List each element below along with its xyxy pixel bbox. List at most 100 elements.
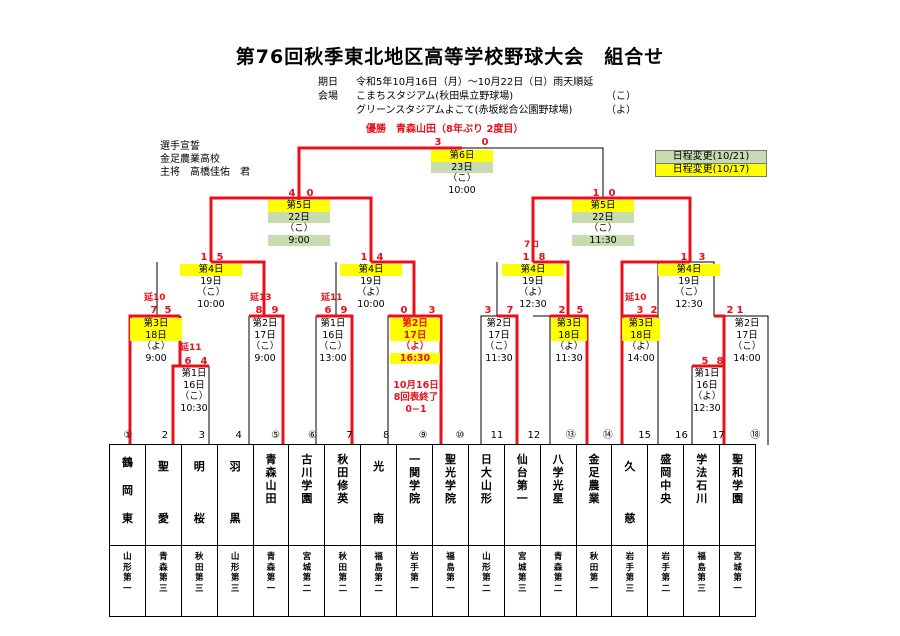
suspended-note-score: 0−1 (405, 404, 427, 415)
match-r2-3-time: 13:00 (319, 352, 347, 364)
team-number: 12 (527, 430, 541, 441)
team-prefecture-cell: 岩手第三 (611, 545, 649, 617)
team-prefecture-seed: 岩手第一 (410, 552, 419, 594)
match-r2-2-time: 9:00 (254, 352, 276, 364)
score-r2-8-a: 2 (726, 305, 734, 316)
venue-1-abbr: （こ） (606, 91, 636, 102)
match-qf2-venue: （よ） (356, 287, 386, 298)
match-final-venue: （こ） (447, 173, 477, 184)
score-sf-right-a: 1 (592, 188, 600, 199)
score-r1-left-a: 6 (184, 356, 192, 367)
team-name-cell: 光南 (360, 444, 398, 546)
team-prefecture-cell: 秋田第三 (180, 545, 218, 617)
score-qf1-a: 1 (200, 252, 208, 263)
match-final-day: 第6日 (431, 150, 493, 162)
score-sf-left-a: 4 (288, 188, 296, 199)
match-r2-1-time: 9:00 (145, 352, 167, 364)
match-r2-8: 第2日 17日 （こ） 14:00 (726, 318, 768, 364)
match-r2-7: 第3日 18日 （よ） 14:00 (622, 318, 660, 364)
match-r2-6-time: 11:30 (555, 352, 583, 364)
champion-label: 優勝 青森山田（8年ぶり 2度目） (366, 124, 524, 135)
team-prefecture-cell: 宮城第一 (719, 545, 757, 617)
match-qf3-venue: （よ） (518, 287, 548, 298)
team-name-cell: 古川学園 (288, 444, 326, 546)
score-r2-2-a: 8 (255, 305, 263, 316)
match-final-date: 23日 (431, 161, 493, 173)
team-prefecture-row: 山形第一青森第三秋田第三山形第三青森第一宮城第二秋田第二福島第二岩手第一福島第一… (109, 545, 757, 617)
team-prefecture-seed: 山形第一 (123, 552, 132, 594)
score-r2-4-b: 3 (428, 305, 436, 316)
match-final-time: 10:00 (448, 184, 476, 196)
score-r2-7-b: 2 (650, 305, 658, 316)
score-sf-right-b: 0 (608, 188, 616, 199)
match-r2-6: 第3日 18日 （よ） 11:30 (551, 318, 587, 364)
match-r1-left-date: 16日 (183, 379, 205, 391)
match-r2-7-date: 18日 (622, 329, 660, 341)
score-qf4-a: 1 (680, 252, 688, 263)
match-qf3-time: 12:30 (519, 298, 547, 310)
extra-qf3: 7コ (524, 240, 540, 250)
team-name-cell: 学法石川 (683, 444, 721, 546)
score-final-right: 0 (481, 137, 489, 148)
match-r2-8-venue: （こ） (732, 341, 762, 352)
score-r2-1-a: 7 (150, 305, 158, 316)
team-prefecture-cell: 山形第二 (467, 545, 505, 617)
team-number: ⑱ (750, 430, 761, 441)
score-r1-left-b: 4 (200, 356, 208, 367)
team-number: 7 (346, 430, 353, 441)
team-prefecture-seed: 青森第三 (159, 552, 168, 594)
team-prefecture-cell: 青森第二 (539, 545, 577, 617)
bracket-winner-lines (128, 146, 726, 445)
team-name: 聖愛 (157, 460, 169, 525)
match-r2-3-venue: （こ） (318, 341, 348, 352)
match-r2-4-date: 17日 (390, 329, 440, 341)
score-qf3-a: 1 (522, 252, 530, 263)
match-qf3-date: 19日 (522, 275, 544, 287)
score-r2-3-a: 6 (324, 305, 332, 316)
team-prefecture-cell: 秋田第二 (324, 545, 362, 617)
venue-2-name: グリーンスタジアムよこて(赤坂総合公園野球場) (356, 105, 573, 116)
match-r2-6-day: 第3日 (551, 318, 587, 330)
match-qf2-date: 19日 (360, 275, 382, 287)
venue-label: 会場 (318, 91, 338, 102)
match-r2-7-venue: （よ） (626, 341, 656, 352)
score-r2-4-a: 0 (400, 305, 408, 316)
team-name: 古川学園 (301, 453, 313, 505)
match-r2-7-time: 14:00 (627, 352, 655, 364)
match-r2-3-date: 16日 (322, 329, 344, 341)
match-qf2-day: 第4日 (340, 264, 402, 276)
match-r2-1: 第3日 18日 （よ） 9:00 (130, 318, 182, 364)
team-prefecture-cell: 岩手第二 (647, 545, 685, 617)
team-name: 鶴岡東 (121, 456, 133, 525)
team-number: 2 (161, 430, 169, 441)
suspended-note: 10月16日 8回表終了 0−1 (376, 380, 456, 416)
oath-school: 金足農業高校 (160, 154, 220, 165)
team-prefecture-cell: 山形第三 (216, 545, 254, 617)
match-r2-1-date: 18日 (130, 329, 182, 341)
match-r2-2: 第2日 17日 （こ） 9:00 (242, 318, 288, 364)
team-name: 金足農業 (588, 453, 600, 505)
team-prefecture-seed: 山形第三 (230, 552, 240, 594)
match-qf1-day: 第4日 (180, 264, 242, 276)
team-name: 秋田修英 (337, 453, 349, 505)
oath-title: 選手宣誓 (160, 141, 200, 152)
team-name-cell: 八学光星 (539, 444, 577, 546)
match-r1-left-time: 10:30 (180, 402, 208, 414)
team-number: ⑨ (418, 430, 428, 441)
match-r2-7-day: 第3日 (622, 318, 660, 330)
team-name-cell: 仙台第一 (503, 444, 541, 546)
team-number: 17 (712, 430, 725, 441)
team-prefecture-seed: 宮城第二 (302, 552, 312, 594)
match-qf4: 第4日 19日 （こ） 12:30 (658, 264, 720, 310)
match-r2-5-day: 第2日 (486, 318, 512, 329)
score-qf2-b: 4 (376, 252, 384, 263)
score-sf-left-b: 0 (306, 188, 314, 199)
match-r2-1-venue: （よ） (141, 341, 171, 352)
team-name: 光南 (373, 460, 385, 525)
team-number: ⑩ (455, 430, 465, 441)
team-prefecture-cell: 山形第一 (109, 545, 146, 617)
team-prefecture-seed: 宮城第三 (517, 552, 527, 594)
extra-r2-7: 延10 (625, 293, 647, 303)
score-qf3-b: 8 (538, 252, 546, 263)
match-qf3-day: 第4日 (502, 264, 564, 276)
